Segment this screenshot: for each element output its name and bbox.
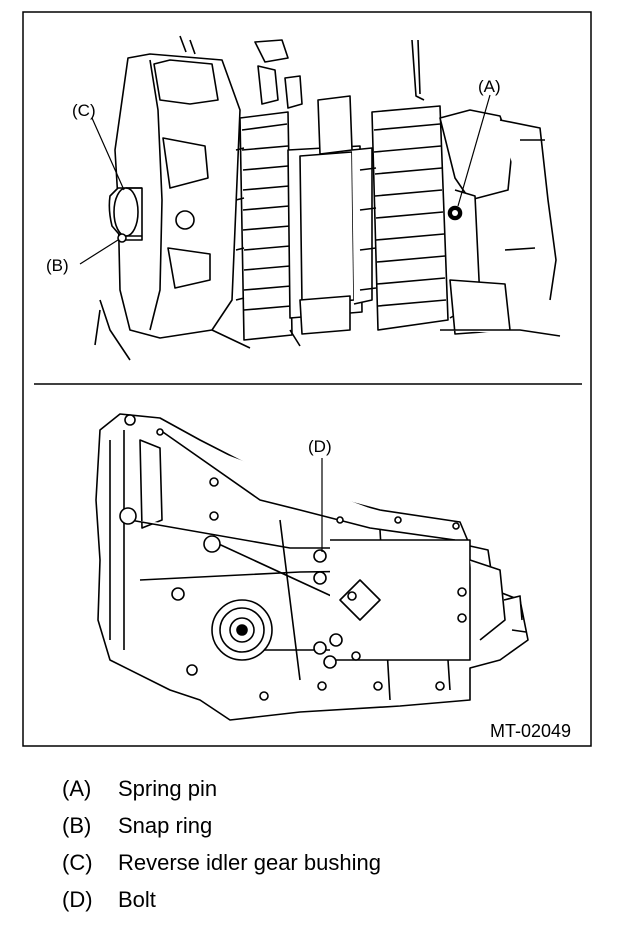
legend-text: Bolt	[118, 886, 156, 912]
legend-key: (B)	[62, 812, 92, 838]
legend: (A) Spring pin (B) Snap ring (C) Reverse…	[62, 770, 582, 918]
legend-item-a: (A) Spring pin	[62, 770, 582, 807]
legend-text: Snap ring	[118, 812, 213, 838]
callout-label-a: (A)	[478, 77, 501, 96]
bottom-transmission-illustration	[95, 413, 529, 721]
legend-text: Reverse idler gear bushing	[118, 849, 381, 875]
legend-key: (D)	[62, 886, 93, 912]
legend-item-b: (B) Snap ring	[62, 807, 582, 844]
legend-text: Spring pin	[118, 775, 218, 801]
legend-key: (C)	[62, 849, 93, 875]
legend-item-d: (D) Bolt	[62, 881, 582, 918]
legend-item-c: (C) Reverse idler gear bushing	[62, 844, 582, 881]
callout-label-c: (C)	[72, 101, 96, 120]
callout-label-d: (D)	[308, 437, 332, 456]
figure-code: MT-02049	[490, 721, 571, 741]
figure-frame: (A) (C) (B)	[22, 11, 592, 747]
callout-label-b: (B)	[46, 256, 69, 275]
legend-key: (A)	[62, 775, 92, 801]
top-detail-illustration	[94, 35, 561, 361]
